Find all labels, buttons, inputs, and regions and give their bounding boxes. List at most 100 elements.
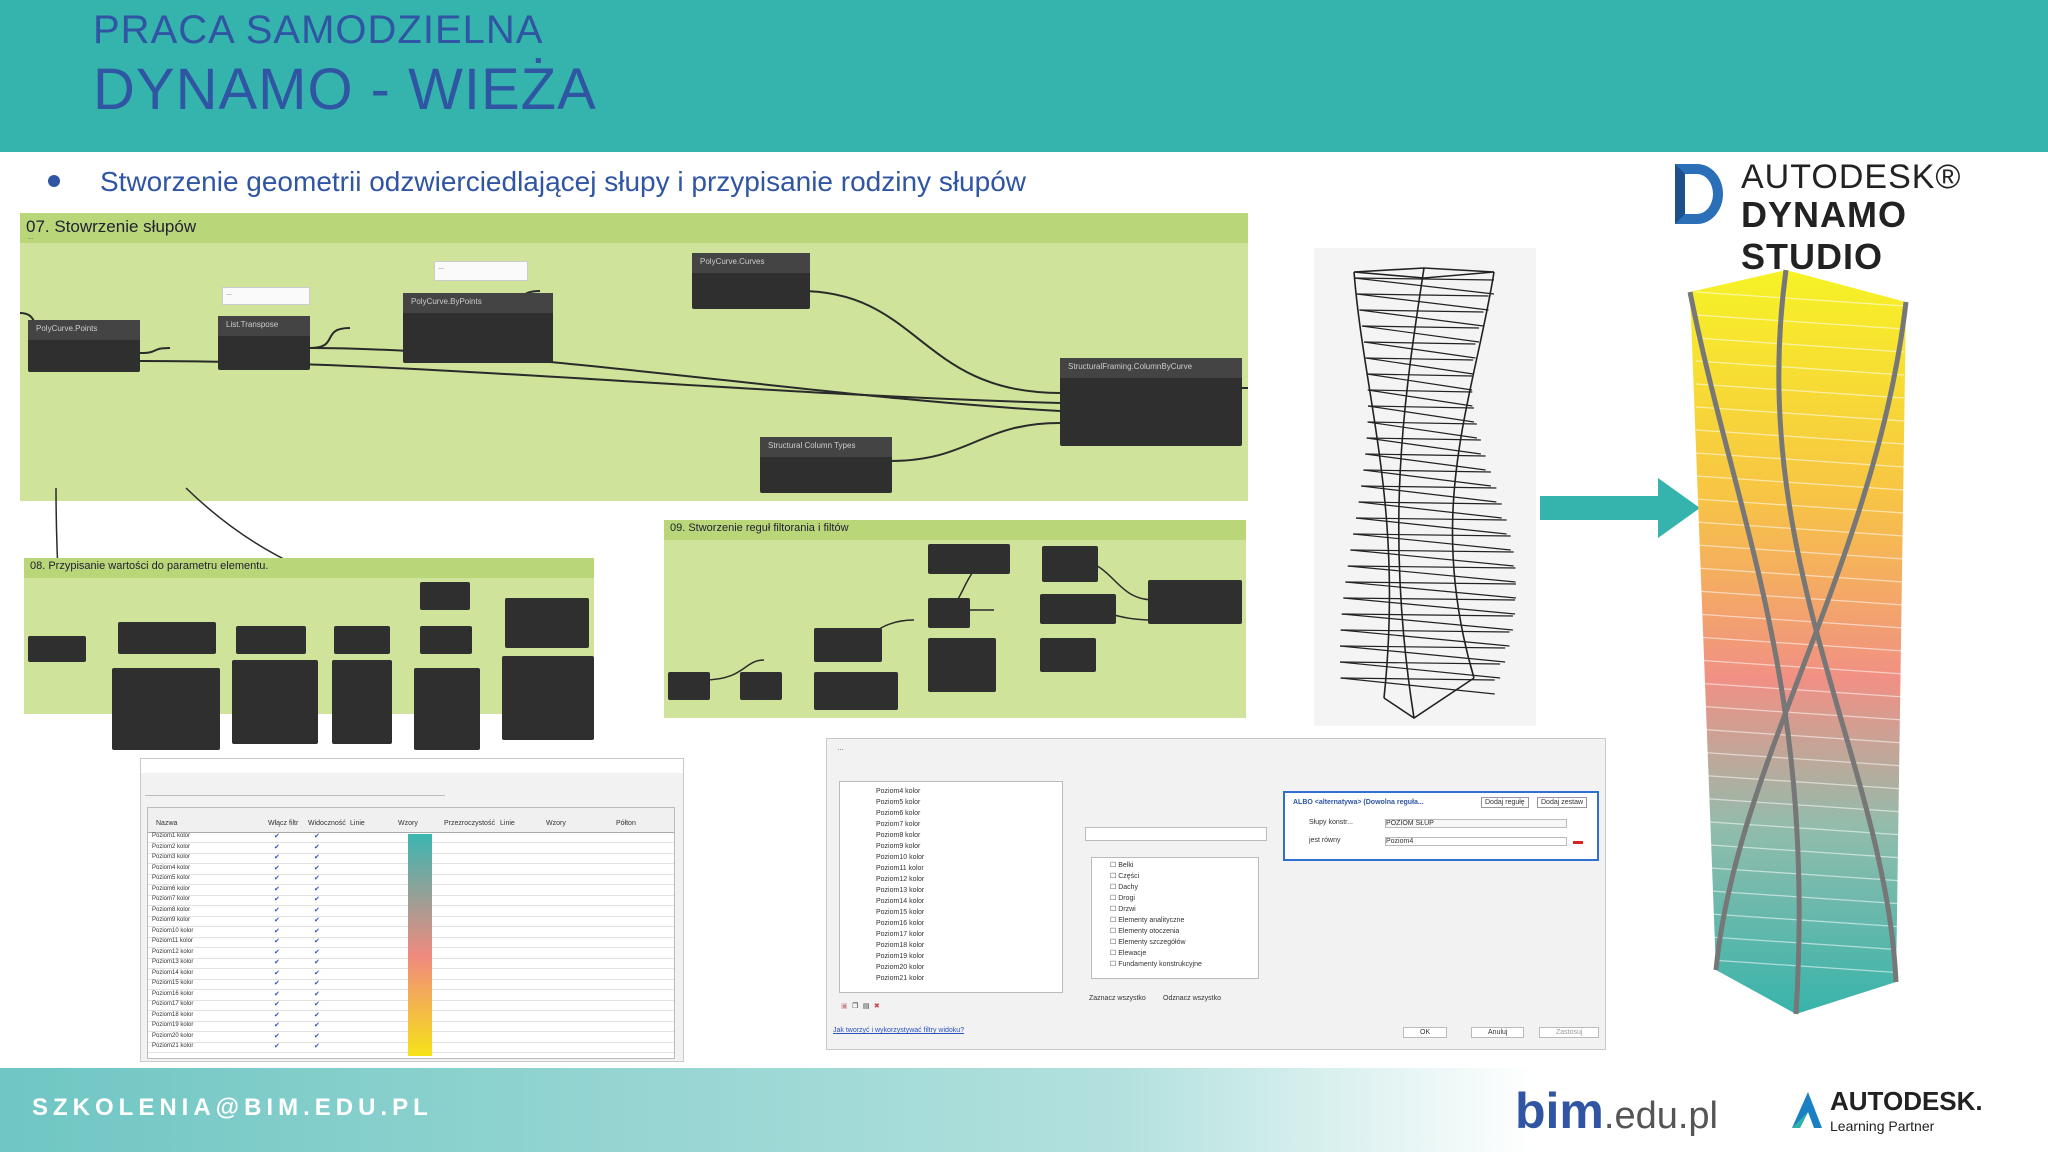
checkbox[interactable]: ✔ (274, 843, 280, 851)
checkbox[interactable]: ✔ (274, 833, 280, 840)
checkbox[interactable]: ✔ (314, 885, 320, 893)
node-09-g[interactable] (928, 638, 996, 692)
node-polycurve-curves[interactable]: PolyCurve.Curves (692, 253, 810, 309)
filter-list-item[interactable]: Poziom20 kolor (876, 964, 925, 971)
rule-operator[interactable]: jest równy (1309, 837, 1341, 844)
filter-list-item[interactable]: Poziom17 kolor (876, 931, 925, 938)
filter-list-item[interactable]: Poziom19 kolor (876, 953, 925, 960)
checkbox[interactable]: ✔ (274, 864, 280, 872)
checkbox[interactable]: ✔ (314, 1011, 320, 1019)
watch-list-3[interactable] (332, 660, 392, 744)
watch-list-2[interactable] (232, 660, 318, 744)
checkbox[interactable]: ✔ (314, 1032, 320, 1040)
delete-rule-icon[interactable] (1573, 841, 1583, 844)
node-list-transpose[interactable]: List.Transpose (218, 316, 310, 370)
node-09-e[interactable] (1040, 594, 1116, 624)
node-09-k[interactable] (814, 672, 898, 710)
node-09-a[interactable] (928, 544, 1010, 574)
checkbox[interactable]: ✔ (314, 969, 320, 977)
checkbox[interactable]: ✔ (274, 1001, 280, 1008)
node-08-d[interactable] (334, 626, 390, 654)
checkbox[interactable]: ✔ (314, 959, 320, 966)
filter-list-item[interactable]: Poziom9 kolor (876, 843, 921, 850)
node-08-e[interactable] (420, 582, 470, 610)
checkbox[interactable]: ✔ (274, 969, 280, 977)
watch-list-4[interactable] (414, 668, 480, 750)
node-09-i[interactable] (668, 672, 710, 700)
new-filter-icon[interactable]: ▣ (841, 1003, 848, 1010)
categories-list[interactable]: ☐ Belki☐ Części☐ Dachy☐ Drogi☐ Drzwi☐ El… (1091, 857, 1259, 979)
apply-button[interactable]: Zastosuj (1539, 1027, 1600, 1038)
checkbox[interactable]: ✔ (274, 959, 280, 966)
checkbox[interactable]: ✔ (314, 938, 320, 945)
checkbox[interactable]: ✔ (274, 917, 280, 924)
filter-list-item[interactable]: Poziom16 kolor (876, 920, 925, 927)
node-09-c[interactable] (1148, 580, 1242, 624)
checkbox[interactable]: ✔ (274, 1043, 280, 1050)
ok-button[interactable]: OK (1403, 1027, 1448, 1038)
checkbox[interactable]: ✔ (274, 896, 280, 903)
node-polycurve-points[interactable]: PolyCurve.Points (28, 320, 140, 372)
checkbox[interactable]: ✔ (314, 1001, 320, 1008)
checkbox[interactable]: ✔ (314, 980, 320, 987)
filter-list-item[interactable]: Poziom7 kolor (876, 821, 921, 828)
rule-value[interactable]: Poziom4 (1385, 837, 1567, 846)
filter-toolbar[interactable]: ▣ ❐ ▤ ✖ (841, 995, 921, 1010)
checkbox[interactable]: ✔ (274, 885, 280, 893)
rule-combinator[interactable]: ALBO <alternatywa> (Dowolna reguła... (1293, 799, 1424, 806)
category-item[interactable]: ☐ Drzwi (1110, 906, 1136, 913)
filter-list-item[interactable]: Poziom21 kolor (876, 975, 925, 982)
rule-parameter[interactable]: Słupy konstr... (1309, 819, 1353, 826)
contact-email[interactable]: SZKOLENIA@BIM.EDU.PL (32, 1094, 433, 1121)
category-item[interactable]: ☐ Elewacje (1110, 950, 1147, 957)
checkbox[interactable]: ✔ (314, 896, 320, 903)
node-08-g[interactable] (505, 598, 589, 648)
node-structural-column-types[interactable]: Structural Column Types (760, 437, 892, 493)
checkbox[interactable]: ✔ (274, 1032, 280, 1040)
checkbox[interactable]: ✔ (274, 927, 280, 935)
rule-parameter-value[interactable]: POZIOM SŁUP (1385, 819, 1567, 828)
checkbox[interactable]: ✔ (314, 864, 320, 872)
checkbox[interactable]: ✔ (274, 948, 280, 956)
cancel-button[interactable]: Anuluj (1471, 1027, 1525, 1038)
rename-filter-icon[interactable]: ▤ (862, 1003, 870, 1010)
node-09-h[interactable] (1040, 638, 1096, 672)
checkbox[interactable]: ✔ (274, 1022, 280, 1029)
checkbox[interactable]: ✔ (314, 875, 320, 882)
watch-list-1[interactable] (112, 668, 220, 750)
checkbox[interactable]: ✔ (274, 906, 280, 914)
filter-rules-box[interactable]: ALBO <alternatywa> (Dowolna reguła... Do… (1283, 791, 1599, 861)
watch-list-5[interactable] (502, 656, 594, 740)
node-polycurve-bypoints[interactable]: PolyCurve.ByPoints (403, 293, 553, 363)
node-09-j[interactable] (740, 672, 782, 700)
checkbox[interactable]: ✔ (314, 917, 320, 924)
filter-list-item[interactable]: Poziom13 kolor (876, 887, 925, 894)
node-08-c[interactable] (236, 626, 306, 654)
checkbox[interactable]: ✔ (274, 1011, 280, 1019)
add-rule-button[interactable]: Dodaj regułę (1481, 797, 1529, 808)
category-item[interactable]: ☐ Fundamenty konstrukcyjne (1110, 961, 1202, 968)
checkbox[interactable]: ✔ (314, 843, 320, 851)
node-08-f[interactable] (420, 626, 472, 654)
filter-list-item[interactable]: Poziom11 kolor (876, 865, 924, 872)
checkbox[interactable]: ✔ (274, 990, 280, 998)
category-item[interactable]: ☐ Drogi (1110, 895, 1135, 902)
filter-list-item[interactable]: Poziom4 kolor (876, 788, 921, 795)
filter-list-item[interactable]: Poziom6 kolor (876, 810, 921, 817)
group-07-columns[interactable]: 07. Stowrzenie słupów ... PolyCurve.Poin… (20, 213, 1248, 501)
category-item[interactable]: ☐ Elementy otoczenia (1110, 928, 1180, 935)
checkbox[interactable]: ✔ (274, 980, 280, 987)
category-item[interactable]: ☐ Dachy (1110, 884, 1139, 891)
node-structuralframing-columnbycurve[interactable]: StructuralFraming.ColumnByCurve (1060, 358, 1242, 446)
category-item[interactable]: ☐ Belki (1110, 862, 1134, 869)
filter-list-item[interactable]: Poziom18 kolor (876, 942, 925, 949)
node-09-f[interactable] (814, 628, 882, 662)
dialog-tabs[interactable] (145, 785, 445, 796)
deselect-all-button[interactable]: Odznacz wszystko (1163, 995, 1221, 1002)
checkbox[interactable]: ✔ (314, 927, 320, 935)
node-09-b[interactable] (1042, 546, 1098, 582)
